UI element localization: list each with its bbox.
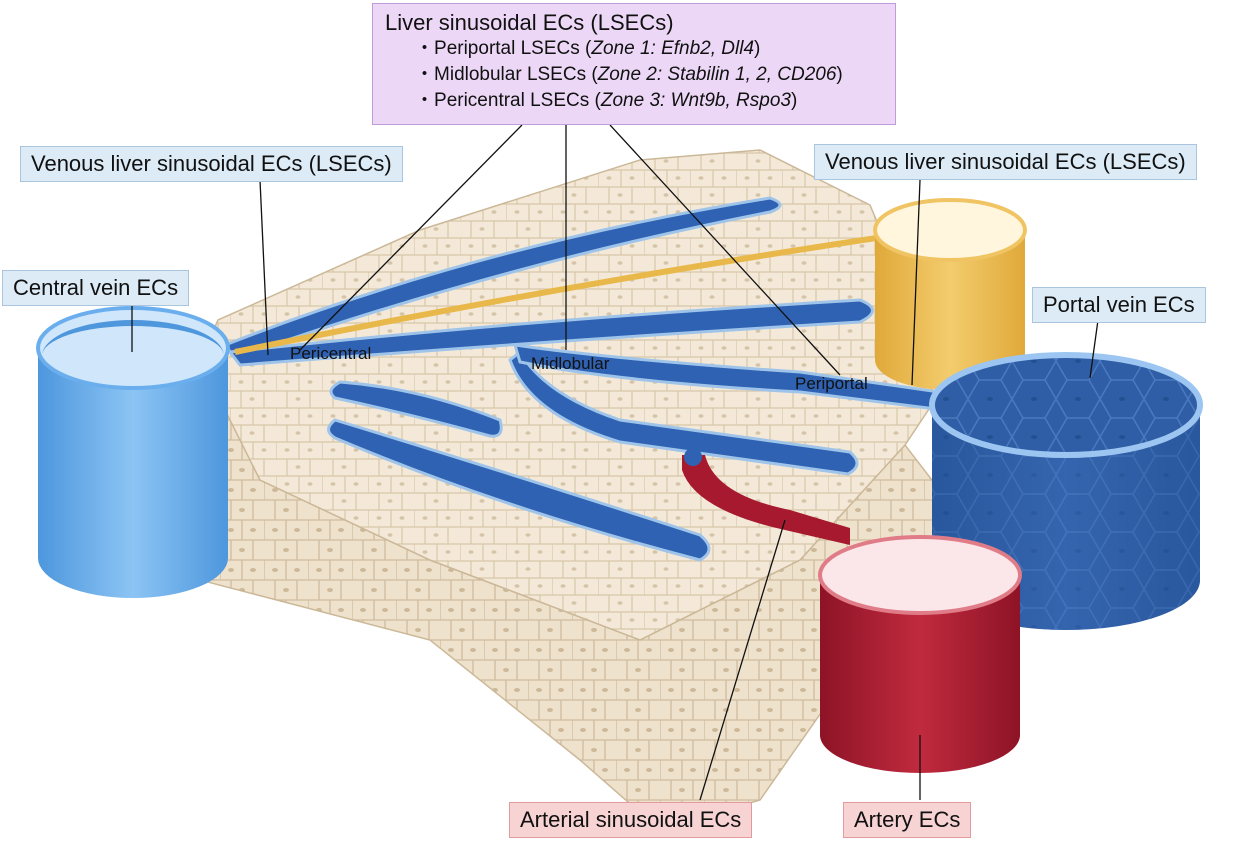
arterial-sinusoidal-label: Arterial sinusoidal ECs [509, 802, 753, 838]
item-name: Periportal LSECs [434, 38, 580, 59]
bullet: ・ [415, 64, 435, 85]
zone-markers: Zone 2: Stabilin 1, 2, CD206 [597, 64, 837, 85]
sinusoids [222, 196, 962, 562]
bullet: ・ [415, 38, 435, 59]
bile-duct-line [234, 233, 891, 355]
paren-open: ( [589, 90, 601, 111]
artery-label: Artery ECs [843, 802, 972, 838]
paren-close: ) [836, 64, 843, 85]
lsec-item-periportal: ・Periportal LSECs (Zone 1: Efnb2, Dll4) [385, 36, 883, 62]
paren-close: ) [754, 38, 761, 59]
lsec-item-midlobular: ・Midlobular LSECs (Zone 2: Stabilin 1, 2… [385, 62, 883, 88]
zone-label-periportal: Periportal [795, 374, 868, 393]
item-name: Midlobular LSECs [434, 64, 587, 85]
artery [682, 448, 1022, 773]
leader-lines [131, 124, 1099, 801]
lsec-box-title: Liver sinusoidal ECs (LSECs) [385, 10, 674, 35]
lsec-item-pericentral: ・Pericentral LSECs (Zone 3: Wnt9b, Rspo3… [385, 88, 883, 114]
zone-markers: Zone 1: Efnb2, Dll4 [591, 38, 755, 59]
paren-close: ) [790, 90, 798, 111]
lsec-zone-box: Liver sinusoidal ECs (LSECs) ・Periportal… [372, 3, 896, 125]
central-vein-label: Central vein ECs [2, 270, 190, 306]
item-name: Pericentral LSECs [434, 90, 590, 111]
central-vein [36, 306, 230, 598]
venous-lsec-right-label: Venous liver sinusoidal ECs (LSECs) [814, 144, 1197, 180]
bullet: ・ [415, 90, 435, 111]
venous-lsec-left-label: Venous liver sinusoidal ECs (LSECs) [20, 146, 403, 182]
bile-duct [873, 198, 1027, 390]
portal-vein-label: Portal vein ECs [1032, 287, 1206, 323]
paren-open: ( [586, 64, 598, 85]
zone-label-midlobular: Midlobular [531, 354, 610, 373]
zone-markers: Zone 3: Wnt9b, Rspo3 [600, 90, 791, 111]
zone-label-pericentral: Pericentral [290, 344, 372, 363]
paren-open: ( [579, 38, 592, 59]
